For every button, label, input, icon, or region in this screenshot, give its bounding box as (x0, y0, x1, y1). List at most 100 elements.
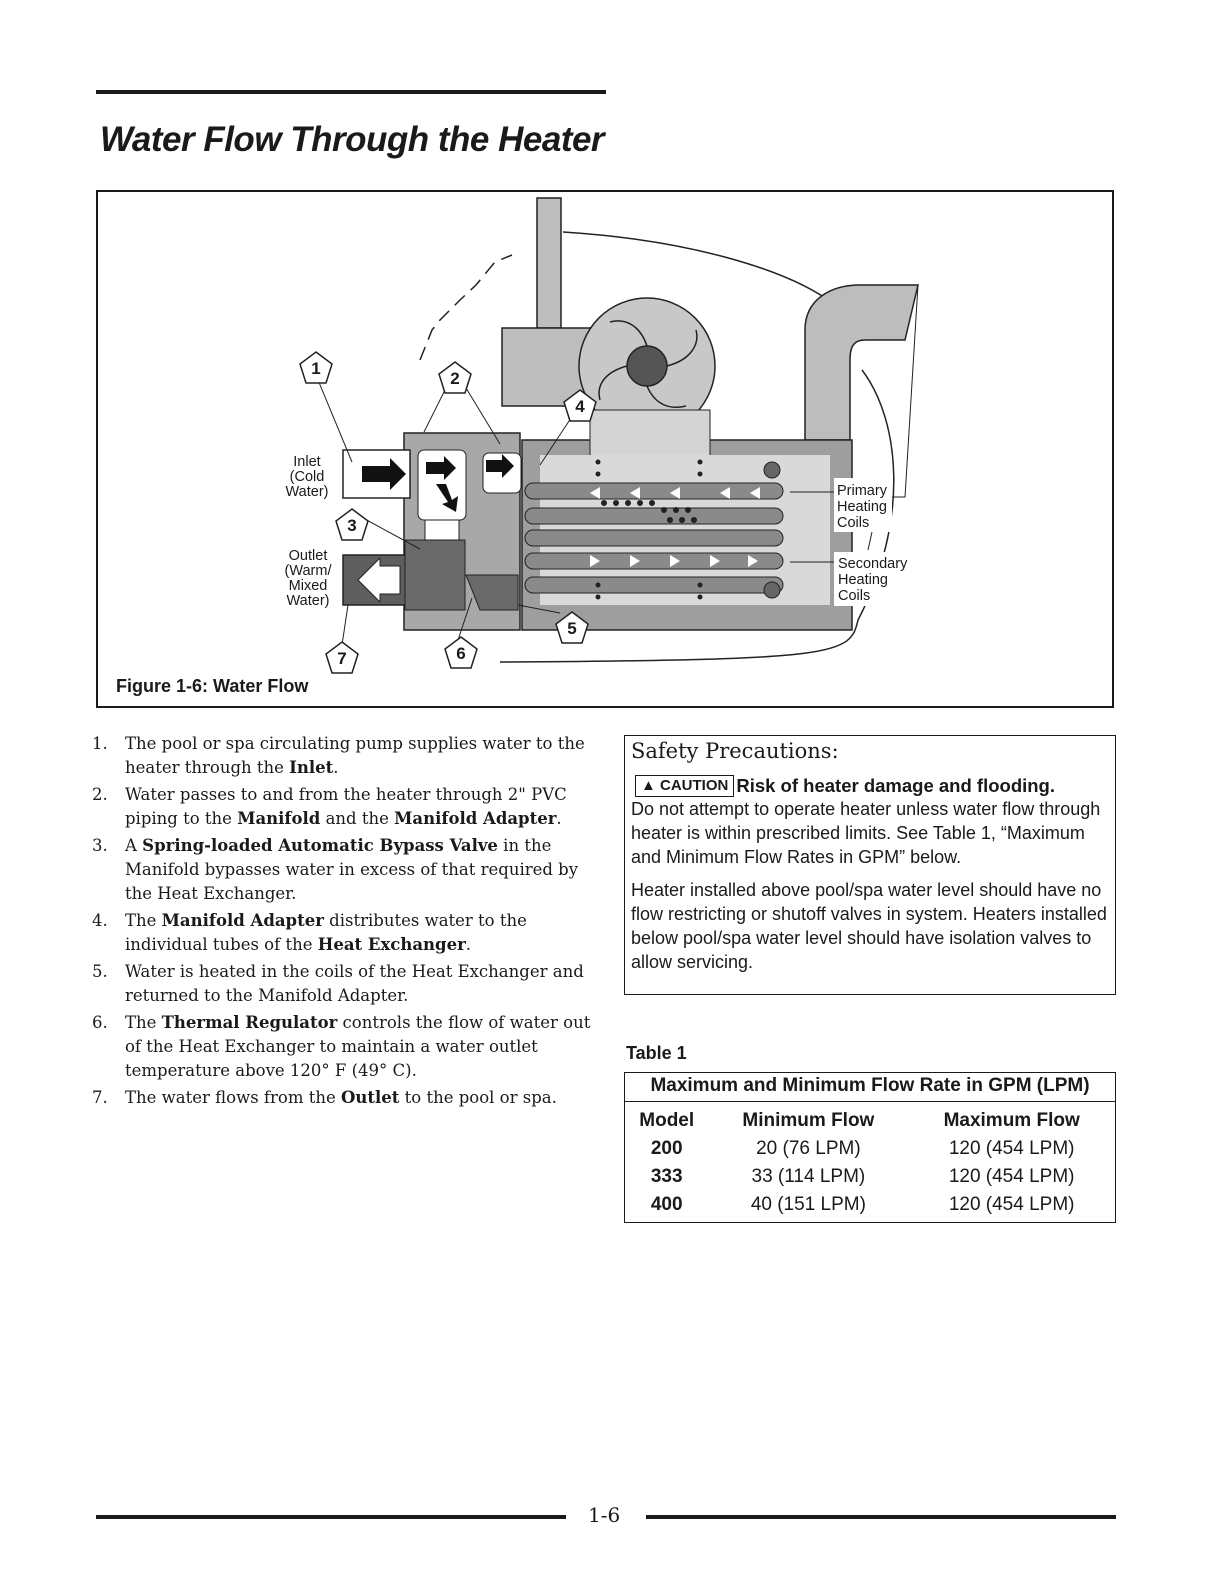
svg-text:Inlet: Inlet (293, 454, 320, 470)
cell-min: 33 (114 LPM) (751, 1166, 866, 1187)
step-text: The water flows from the (125, 1088, 341, 1107)
step-item: 7.The water flows from the Outlet to the… (92, 1086, 592, 1110)
svg-text:Primary: Primary (837, 483, 888, 499)
step-text: Water is heated in the coils of the Heat… (125, 962, 584, 1005)
step-item: 6. The Thermal Regulator controls the flo… (92, 1011, 592, 1083)
gas-line (419, 254, 513, 361)
cell-min: 20 (76 LPM) (756, 1138, 861, 1159)
step-number: 1. (92, 734, 108, 753)
caution-badge: ▲ CAUTION (635, 775, 735, 797)
step-term: Manifold (237, 809, 321, 828)
secondary-coils-label: Secondary Heating Coils (838, 556, 908, 604)
svg-text:Water): Water) (287, 593, 330, 609)
thermal-regulator (465, 574, 519, 611)
return-line (499, 369, 895, 663)
table-caption: Maximum and Minimum Flow Rate in GPM (LP… (624, 1072, 1116, 1102)
step-item: 1. The pool or spa circulating pump suppl… (92, 732, 592, 780)
vent-elbow (804, 284, 919, 441)
step-number: 3. (92, 836, 108, 855)
step-text: controls the flow of water out of the He… (125, 1013, 591, 1080)
step-term: Outlet (341, 1088, 400, 1107)
svg-text:Heating: Heating (838, 572, 888, 588)
caution-heading: Risk of heater damage and flooding. (736, 775, 1055, 796)
step-item: 2. Water passes to and from the heater th… (92, 783, 592, 831)
svg-text:Coils: Coils (838, 588, 870, 604)
step-term: Manifold Adapter (394, 809, 557, 828)
svg-text:(Warm/: (Warm/ (285, 563, 333, 579)
flow-arrows (590, 487, 760, 567)
table-row: 333 33 (114 LPM) 120 (454 LPM) (625, 1163, 1116, 1191)
step-text: The (125, 911, 162, 930)
step-item: 5. Water is heated in the coils of the He… (92, 960, 592, 1008)
safety-paragraph-1: Do not attempt to operate heater unless … (631, 799, 1101, 867)
step-number: 7. (92, 1088, 108, 1107)
step-text: The pool or spa circulating pump supplie… (125, 734, 585, 777)
primary-coils-label: Primary Heating Coils (837, 483, 888, 531)
svg-text:Water): Water) (286, 484, 329, 500)
inlet-label: Inlet (Cold Water) (286, 454, 329, 500)
step-number: 2. (92, 785, 108, 804)
callout-2: 2 (450, 369, 459, 388)
table-row: 200 20 (76 LPM) 120 (454 LPM) (625, 1135, 1116, 1163)
top-rule (96, 90, 606, 94)
step-number: 4. (92, 911, 108, 930)
step-item: 3. A Spring-loaded Automatic Bypass Valve… (92, 834, 592, 906)
heating-tubes (524, 482, 784, 594)
cell-max: 120 (454 LPM) (948, 1194, 1075, 1215)
step-text: A (125, 836, 143, 855)
callout-4: 4 (575, 397, 585, 416)
outlet-arrow (357, 556, 401, 604)
outlet-label: Outlet (Warm/ Mixed Water) (285, 548, 333, 609)
step-text: The (125, 1013, 162, 1032)
page-title: Water Flow Through the Heater (100, 120, 605, 159)
step-term: Manifold Adapter (161, 911, 324, 930)
cell-max: 120 (454 LPM) (948, 1138, 1075, 1159)
step-text: Water passes to and from the heater thro… (125, 785, 567, 828)
callout-3: 3 (347, 516, 356, 535)
step-term: Spring-loaded Automatic Bypass Valve (142, 836, 498, 855)
safety-paragraph-2: Heater installed above pool/spa water le… (631, 880, 1107, 972)
callout-1: 1 (311, 359, 320, 378)
cell-model: 400 (650, 1194, 683, 1215)
cell-max: 120 (454 LPM) (948, 1166, 1075, 1187)
safety-title: Safety Precautions: (631, 739, 839, 763)
footer-rule-left (96, 1515, 566, 1519)
figure-caption: Figure 1-6: Water Flow (116, 676, 309, 696)
step-text: and the (320, 809, 395, 828)
svg-text:Mixed: Mixed (289, 578, 328, 594)
step-number: 6. (92, 1013, 108, 1032)
cell-model: 333 (650, 1166, 683, 1187)
footer-rule-right (646, 1515, 1116, 1519)
step-term: Inlet (289, 758, 334, 777)
inlet-arrows (362, 454, 514, 512)
step-text: . (465, 935, 472, 954)
table-row: 400 40 (151 LPM) 120 (454 LPM) (625, 1191, 1116, 1223)
table-label: Table 1 (626, 1043, 687, 1063)
svg-text:Outlet: Outlet (289, 548, 328, 564)
callout-5: 5 (567, 619, 576, 638)
outlet-chamber (404, 539, 466, 611)
step-text: distributes water to the individual tube… (125, 911, 527, 954)
svg-text:(Cold: (Cold (290, 469, 325, 485)
flame-dots (595, 459, 703, 600)
step-term: Heat Exchanger (317, 935, 466, 954)
blower-hub (626, 345, 668, 387)
step-text: . (333, 758, 339, 777)
svg-text:Coils: Coils (837, 515, 869, 531)
air-duct-arc (562, 231, 836, 306)
step-term: Thermal Regulator (161, 1013, 338, 1032)
page-number: 1-6 (588, 1503, 621, 1527)
step-item: 4. The Manifold Adapter distributes water… (92, 909, 592, 957)
step-text: in the Manifold bypasses water in excess… (125, 836, 579, 903)
flue-pipe (536, 197, 562, 329)
cell-min: 40 (151 LPM) (750, 1194, 866, 1215)
figure-frame (96, 190, 1114, 708)
flow-rate-table: Maximum and Minimum Flow Rate in GPM (LP… (624, 1072, 1116, 1223)
step-number: 5. (92, 962, 108, 981)
fan-blades (598, 320, 698, 408)
bypass-valve (424, 519, 460, 541)
callout-markers (299, 351, 597, 674)
water-flow-diagram: 1 2 4 3 5 6 7 Inlet (Cold Water) Outlet … (285, 197, 919, 674)
